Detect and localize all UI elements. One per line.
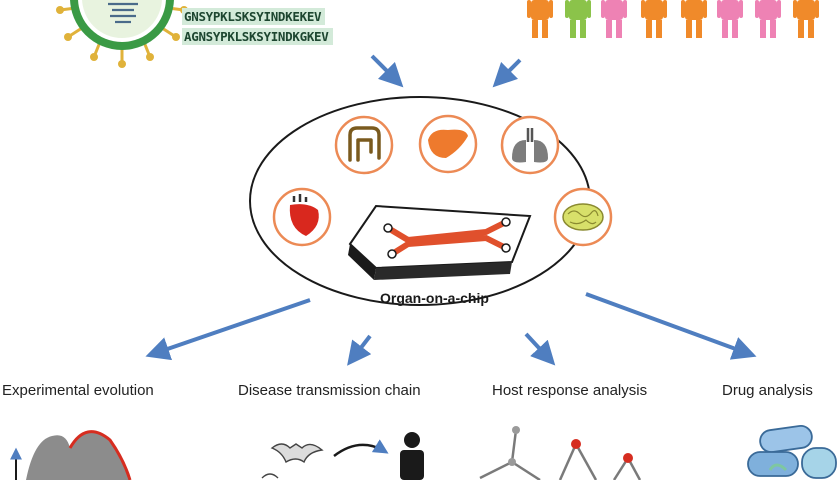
bat-icon <box>261 443 324 479</box>
person-icon <box>527 0 553 38</box>
arrow-to-drug-analysis <box>585 292 757 360</box>
population-group <box>527 0 819 38</box>
person-icon <box>717 0 743 38</box>
organ-on-chip-label: Organ-on-a-chip <box>380 290 489 306</box>
pills-icon <box>747 425 837 479</box>
label-drug-analysis: Drug analysis <box>722 382 813 399</box>
label-host-response-analysis: Host response analysis <box>492 382 648 399</box>
arrow-to-experimental-evolution <box>145 298 311 361</box>
transmission-arrow <box>333 439 389 457</box>
protein-sequence-2: AGNSYPKLSKSYINDKGKEV <box>182 28 333 45</box>
arrow-virus-to-chip <box>370 54 404 88</box>
intestine-icon <box>334 115 394 175</box>
lungs-icon <box>500 115 560 175</box>
evolution-curve-icon <box>10 430 132 480</box>
person-silhouette-icon <box>400 432 424 480</box>
label-experimental-evolution: Experimental evolution <box>2 382 154 399</box>
person-icon <box>755 0 781 38</box>
brain-icon <box>553 187 613 247</box>
liver-icon <box>418 114 478 174</box>
person-icon <box>793 0 819 38</box>
network-graph-icon <box>479 426 642 480</box>
arrow-to-disease-transmission <box>347 334 372 366</box>
person-icon <box>681 0 707 38</box>
heart-icon <box>272 187 332 247</box>
label-disease-transmission-chain: Disease transmission chain <box>238 382 421 399</box>
person-icon <box>641 0 667 38</box>
person-icon <box>565 0 591 38</box>
chip-icon <box>348 204 532 280</box>
protein-sequence-1: GNSYPKLSKSYINDKEKEV <box>182 8 326 25</box>
arrow-to-host-response <box>524 332 556 366</box>
person-icon <box>601 0 627 38</box>
virus-icon <box>56 0 188 68</box>
arrow-people-to-chip <box>492 58 522 88</box>
